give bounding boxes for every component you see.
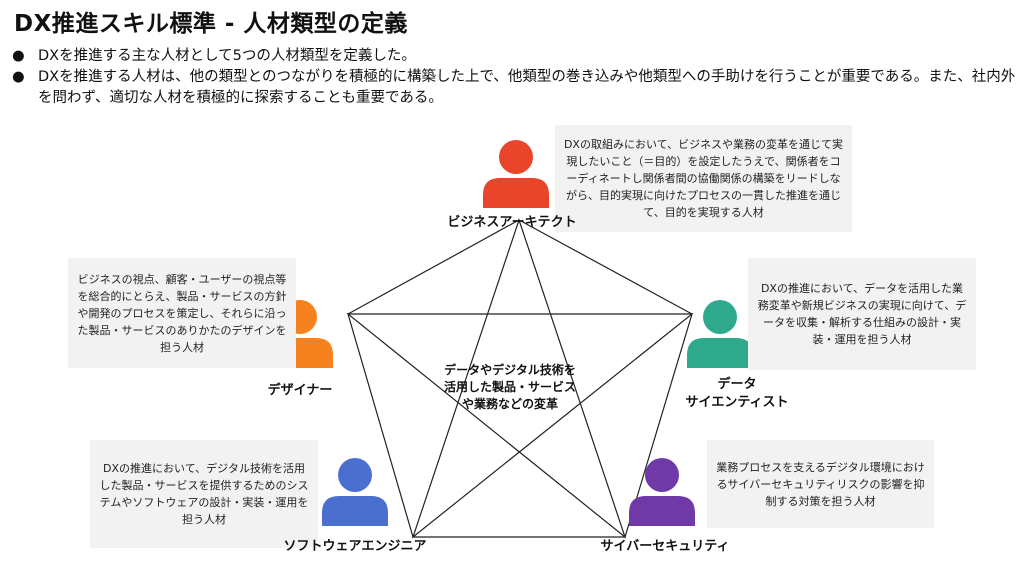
person-icon xyxy=(629,458,695,526)
role-label-data-scientist: データ サイエンティスト xyxy=(685,377,789,410)
page-title: DX推進スキル標準 - 人材類型の定義 xyxy=(14,11,408,37)
role-desc-designer: ビジネスの視点、顧客・ユーザーの視点等を総合的にとらえ、製品・サービスの方針や開… xyxy=(68,258,296,368)
role-desc-architect: DXの取組みにおいて、ビジネスや業務の変革を通じて実現したいこと（＝目的）を設定… xyxy=(555,125,852,232)
bullet-text: DXを推進する主な人材として5つの人材類型を定義した。 xyxy=(38,48,416,64)
person-icon xyxy=(483,140,549,208)
role-label-architect: ビジネスアーキテクト xyxy=(447,215,577,230)
bullet-item: ●DXを推進する人材は、他の類型とのつながりを積極的に構築した上で、他類型の巻き… xyxy=(12,67,1024,109)
role-label-software-engineer: ソフトウェアエンジニア xyxy=(283,539,427,554)
bullet-item: ●DXを推進する主な人材として5つの人材類型を定義した。 xyxy=(12,46,1024,67)
role-label-designer: デザイナー xyxy=(267,383,333,398)
pentagon-outline xyxy=(347,219,693,538)
role-desc-cybersecurity: 業務プロセスを支えるデジタル環境におけるサイバーセキュリティリスクの影響を抑制す… xyxy=(707,440,934,528)
person-icon xyxy=(687,300,753,368)
bullet-text: DXを推進する人材は、他の類型とのつながりを積極的に構築した上で、他類型の巻き込… xyxy=(38,69,1016,106)
center-text: データやデジタル技術を活用した製品・サービスや業務などの変革 xyxy=(443,363,576,411)
role-desc-data-scientist: DXの推進において、データを活用した業務変革や新規ビジネスの実現に向けて、データ… xyxy=(748,258,976,370)
bullet-list: ●DXを推進する主な人材として5つの人材類型を定義した。 ●DXを推進する人材は… xyxy=(12,46,1024,109)
person-icon xyxy=(322,458,388,526)
star-lines xyxy=(346,218,694,539)
role-desc-software-engineer: DXの推進において、デジタル技術を活用した製品・サービスを提供するためのシステム… xyxy=(90,440,318,548)
role-label-cybersecurity: サイバーセキュリティ xyxy=(600,539,730,554)
